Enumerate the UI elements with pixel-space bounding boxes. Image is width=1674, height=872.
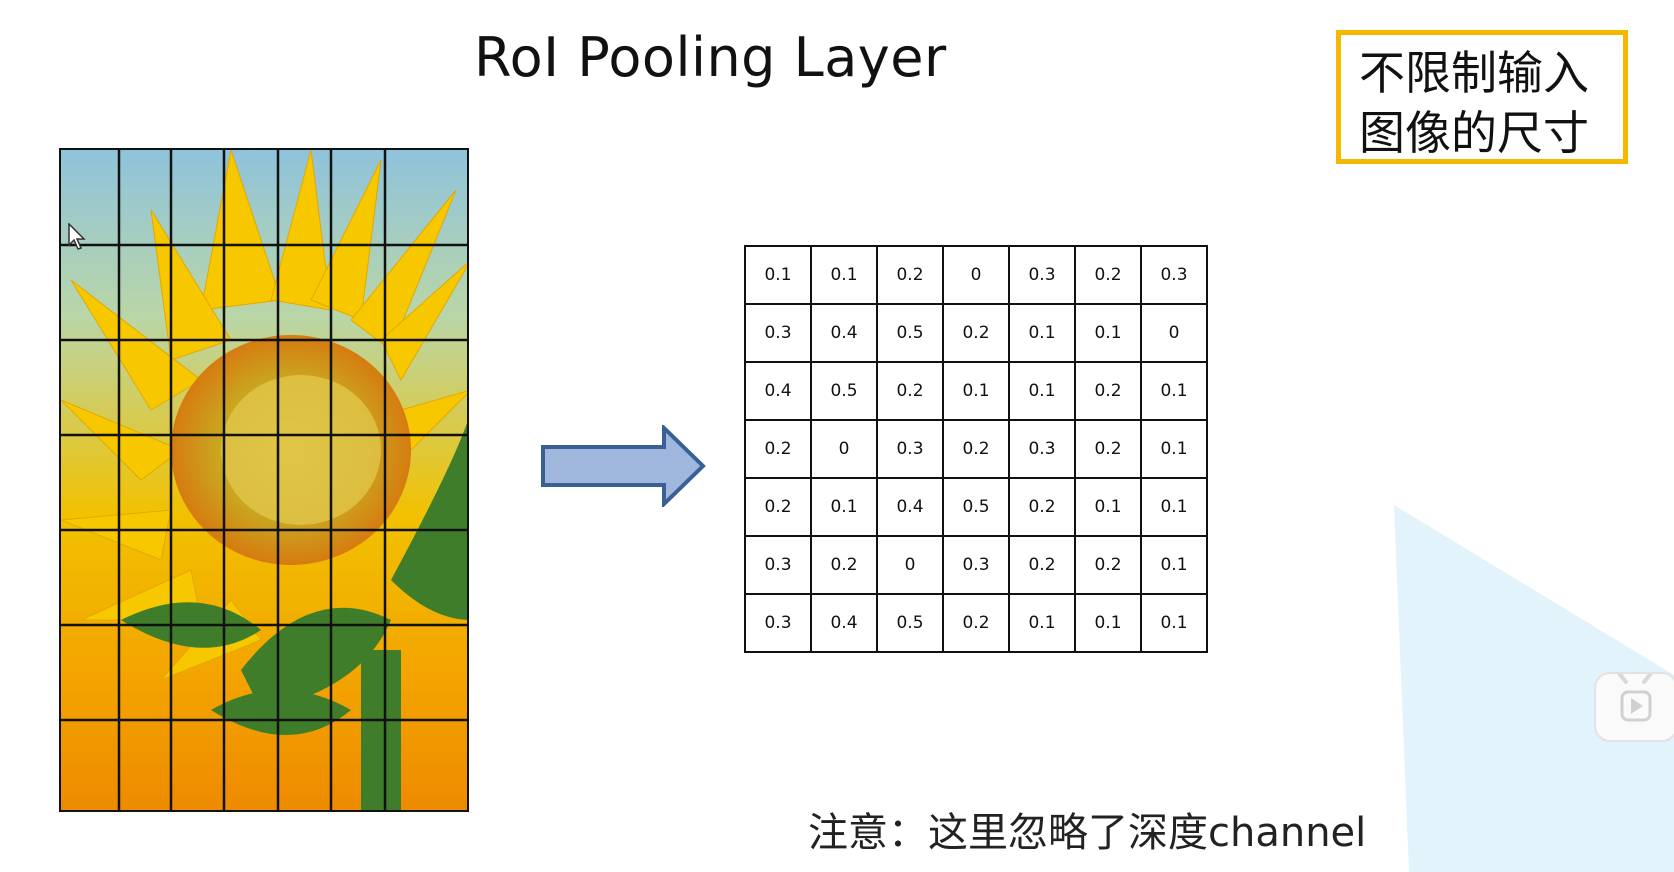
- table-cell: 0.2: [1074, 245, 1142, 305]
- table-row: 0.3 0.4 0.5 0.2 0.1 0.1 0: [744, 303, 1208, 363]
- table-cell: 0: [1140, 303, 1208, 363]
- table-cell: 0.5: [876, 593, 944, 653]
- play-button[interactable]: [1594, 670, 1674, 742]
- table-cell: 0.4: [810, 303, 878, 363]
- table-cell: 0.2: [876, 245, 944, 305]
- note-box: 不限制输入 图像的尺寸: [1336, 30, 1628, 164]
- table-cell: 0.2: [1074, 361, 1142, 421]
- table-cell: 0.3: [744, 593, 812, 653]
- mouse-pointer-icon: [68, 223, 86, 250]
- table-cell: 0.1: [942, 361, 1010, 421]
- table-cell: 0.3: [876, 419, 944, 479]
- slide-title: RoI Pooling Layer: [474, 26, 947, 89]
- table-cell: 0.2: [1074, 419, 1142, 479]
- table-cell: 0.1: [1140, 477, 1208, 537]
- table-cell: 0.1: [1140, 361, 1208, 421]
- table-cell: 0.2: [1008, 477, 1076, 537]
- table-cell: 0.1: [1008, 361, 1076, 421]
- table-row: 0.2 0 0.3 0.2 0.3 0.2 0.1: [744, 419, 1208, 479]
- table-cell: 0: [942, 245, 1010, 305]
- table-cell: 0.1: [810, 477, 878, 537]
- table-cell: 0.3: [744, 303, 812, 363]
- footnote-text: 注意：这里忽略了深度channel: [808, 810, 1367, 856]
- table-cell: 0.2: [810, 535, 878, 595]
- table-cell: 0.1: [810, 245, 878, 305]
- feature-map-table: 0.1 0.1 0.2 0 0.3 0.2 0.3 0.3 0.4 0.5 0.…: [744, 245, 1208, 653]
- sunflower-illustration: [61, 150, 467, 810]
- sunflower-image: [59, 148, 469, 812]
- table-row: 0.2 0.1 0.4 0.5 0.2 0.1 0.1: [744, 477, 1208, 537]
- table-cell: 0.1: [1008, 303, 1076, 363]
- note-line-1: 不限制输入: [1359, 46, 1589, 100]
- note-line-2: 图像的尺寸: [1359, 106, 1589, 160]
- table-cell: 0.5: [942, 477, 1010, 537]
- table-row: 0.4 0.5 0.2 0.1 0.1 0.2 0.1: [744, 361, 1208, 421]
- table-cell: 0.4: [810, 593, 878, 653]
- table-cell: 0.2: [744, 477, 812, 537]
- table-cell: 0: [876, 535, 944, 595]
- right-arrow-icon: [541, 425, 706, 507]
- table-cell: 0.4: [876, 477, 944, 537]
- table-row: 0.3 0.2 0 0.3 0.2 0.2 0.1: [744, 535, 1208, 595]
- table-cell: 0.3: [942, 535, 1010, 595]
- table-cell: 0.1: [1074, 303, 1142, 363]
- background-play-shape: [1394, 505, 1674, 872]
- table-cell: 0.2: [942, 303, 1010, 363]
- play-icon: [1616, 670, 1654, 722]
- table-cell: 0.1: [1074, 593, 1142, 653]
- table-row: 0.3 0.4 0.5 0.2 0.1 0.1 0.1: [744, 593, 1208, 653]
- table-cell: 0.1: [744, 245, 812, 305]
- table-cell: 0.4: [744, 361, 812, 421]
- table-cell: 0.3: [744, 535, 812, 595]
- table-cell: 0.1: [1140, 419, 1208, 479]
- table-row: 0.1 0.1 0.2 0 0.3 0.2 0.3: [744, 245, 1208, 305]
- table-cell: 0.3: [1008, 245, 1076, 305]
- table-cell: 0.1: [1074, 477, 1142, 537]
- table-cell: 0: [810, 419, 878, 479]
- table-cell: 0.3: [1140, 245, 1208, 305]
- table-cell: 0.1: [1140, 593, 1208, 653]
- table-cell: 0.1: [1140, 535, 1208, 595]
- table-cell: 0.2: [744, 419, 812, 479]
- table-cell: 0.1: [1008, 593, 1076, 653]
- table-cell: 0.5: [876, 303, 944, 363]
- table-cell: 0.5: [810, 361, 878, 421]
- table-cell: 0.3: [1008, 419, 1076, 479]
- table-cell: 0.2: [942, 419, 1010, 479]
- table-cell: 0.2: [876, 361, 944, 421]
- table-cell: 0.2: [1008, 535, 1076, 595]
- table-cell: 0.2: [942, 593, 1010, 653]
- table-cell: 0.2: [1074, 535, 1142, 595]
